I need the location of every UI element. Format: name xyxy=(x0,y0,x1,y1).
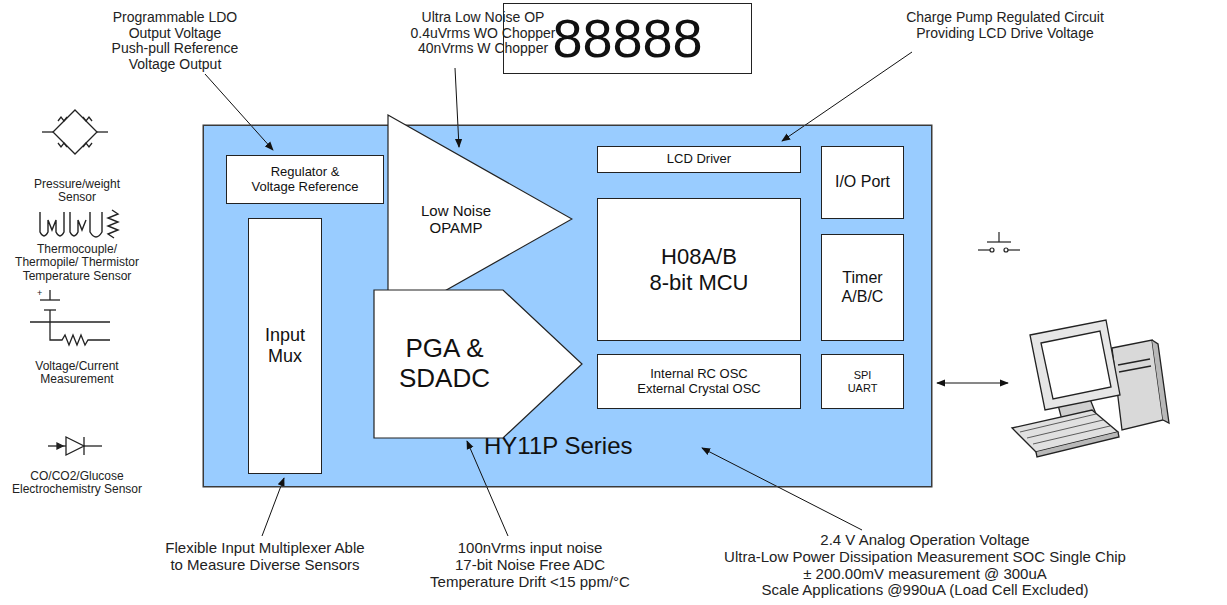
computer-illustration xyxy=(1152,340,1169,423)
mcu-box: H08A/B 8-bit MCU xyxy=(597,198,801,341)
leader-line xyxy=(205,74,273,150)
bridge-sensor-symbol xyxy=(58,143,67,147)
temperature-sensor-symbols xyxy=(40,210,118,238)
temperature-sensor-symbols xyxy=(70,212,86,236)
bridge-sensor-symbol xyxy=(97,131,108,132)
bridge-sensor-symbol xyxy=(53,110,97,154)
pga-adc-pentagon-shape xyxy=(374,290,582,438)
electrochem-diode-symbol xyxy=(57,443,63,449)
computer-illustration xyxy=(1033,426,1110,444)
leader-line xyxy=(782,52,912,141)
bridge-sensor-symbol xyxy=(58,117,67,121)
leader-line xyxy=(702,448,862,530)
push-button-symbol xyxy=(1008,249,1020,250)
computer-illustration xyxy=(1012,320,1169,457)
callout-text: Programmable LDO Output Voltage Push-pul… xyxy=(112,10,239,73)
push-button-symbol xyxy=(978,232,1020,252)
lcd-driver-box: LCD Driver xyxy=(597,146,801,173)
sensor-label: Thermocouple/ Thermopile/ Thermistor Tem… xyxy=(15,243,139,283)
temperature-sensor-symbols xyxy=(40,212,64,236)
chip-fill xyxy=(203,125,932,487)
voltage-current-symbol xyxy=(30,321,110,322)
callout-text: 2.4 V Analog Operation Voltage Ultra-Low… xyxy=(724,532,1126,599)
computer-illustration xyxy=(1030,320,1120,410)
push-button-symbol xyxy=(990,248,994,252)
push-button-symbol xyxy=(1004,248,1008,252)
computer-illustration xyxy=(1119,366,1151,372)
node-label: 88888 xyxy=(552,7,702,69)
bridge-sensor-symbol xyxy=(42,131,53,132)
sensor-label: Voltage/Current Measurement xyxy=(35,360,118,387)
node-label: PGA & SDADC xyxy=(399,334,490,394)
regulator-box: Regulator & Voltage Reference xyxy=(226,155,384,204)
node-label: Internal RC OSC External Crystal OSC xyxy=(637,367,761,397)
computer-illustration xyxy=(1041,331,1111,399)
node-label: Timer A/B/C xyxy=(842,269,884,306)
push-button-symbol xyxy=(998,232,999,242)
sensor-label: Pressure/weight Sensor xyxy=(34,178,120,205)
link-arrow xyxy=(937,383,1008,384)
spi-uart-box: SPI UART xyxy=(821,354,904,409)
callout-text: Ultra Low Noise OP 0.4uVrms WO Chopper 4… xyxy=(411,10,556,57)
callout-text: Flexible Input Multiplexer Able to Measu… xyxy=(165,540,364,574)
temperature-sensor-symbols xyxy=(90,212,102,237)
node-label: Low Noise OPAMP xyxy=(421,202,491,237)
electrochem-diode-symbol xyxy=(48,437,102,455)
computer-illustration xyxy=(1036,432,1119,457)
temperature-sensor-symbols xyxy=(108,210,118,238)
io-port-box: I/O Port xyxy=(821,146,904,219)
computer-illustration xyxy=(1020,414,1096,432)
leader-line xyxy=(455,68,459,147)
push-button-symbol xyxy=(978,249,990,250)
bridge-sensor-symbol xyxy=(42,110,108,154)
voltage-current-symbol xyxy=(50,322,110,345)
bridge-sensor-symbol xyxy=(83,143,92,147)
timer-box: Timer A/B/C xyxy=(821,234,904,341)
node-label: Regulator & Voltage Reference xyxy=(252,165,359,195)
computer-illustration xyxy=(1027,420,1103,438)
bridge-sensor-symbol xyxy=(83,117,92,121)
electrochem-diode-symbol xyxy=(84,445,102,446)
node-label: I/O Port xyxy=(835,173,890,191)
polarity-mark: + xyxy=(37,288,42,298)
chip-title: HY11P Series xyxy=(484,432,633,460)
voltage-current-symbol xyxy=(49,310,50,322)
computer-illustration xyxy=(1118,359,1150,365)
callout-text: Charge Pump Regulated Circuit Providing … xyxy=(906,10,1104,41)
pga-adc-pentagon: PGA & SDADC xyxy=(373,289,583,439)
node-label: Input Mux xyxy=(265,325,305,366)
node-label: LCD Driver xyxy=(667,152,731,167)
voltage-current-symbol xyxy=(49,290,50,300)
callout-text: 100nVrms input noise 17-bit Noise Free A… xyxy=(430,540,630,590)
electrochem-diode-symbol xyxy=(66,437,84,455)
input-mux-box: Input Mux xyxy=(248,218,322,474)
node-label: SPI UART xyxy=(848,369,878,394)
voltage-current-symbol xyxy=(30,290,110,345)
node-label: H08A/B 8-bit MCU xyxy=(649,244,748,295)
sensor-label: CO/CO2/Glucose Electrochemistry Sensor xyxy=(12,470,142,497)
computer-illustration xyxy=(1020,414,1110,444)
oscillator-box: Internal RC OSC External Crystal OSC xyxy=(597,354,801,409)
chip-box: HY11P Series Regulator & Voltage Referenc… xyxy=(203,125,932,487)
